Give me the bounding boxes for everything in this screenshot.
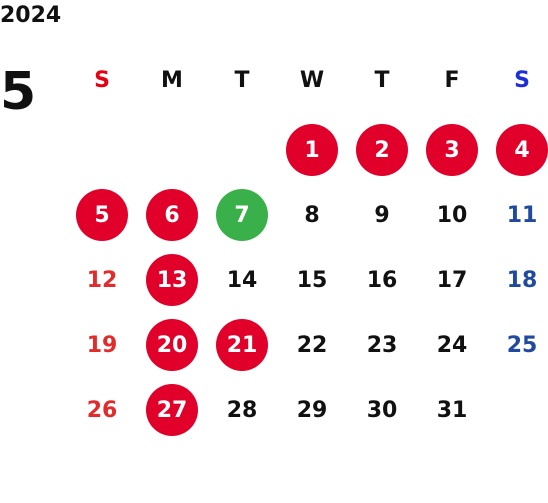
day-15[interactable]: 15 [296,267,328,293]
day-19[interactable]: 19 [86,332,118,358]
day-21[interactable]: 21 [216,319,268,371]
day-14[interactable]: 14 [226,267,258,293]
day-23[interactable]: 23 [366,332,398,358]
day-12[interactable]: 12 [86,267,118,293]
day-17[interactable]: 17 [436,267,468,293]
day-25[interactable]: 25 [506,332,538,358]
year-label: 2024 [0,3,62,28]
day-16[interactable]: 16 [366,267,398,293]
day-28[interactable]: 28 [226,397,258,423]
day-2[interactable]: 2 [356,124,408,176]
day-1[interactable]: 1 [286,124,338,176]
day-26[interactable]: 26 [86,397,118,423]
day-3[interactable]: 3 [426,124,478,176]
weekday-5: F [444,68,460,93]
weekday-6: S [514,68,530,93]
day-27[interactable]: 27 [146,384,198,436]
day-30[interactable]: 30 [366,397,398,423]
month-label: 5 [0,62,37,122]
day-4[interactable]: 4 [496,124,548,176]
weekday-1: M [161,68,183,93]
day-10[interactable]: 10 [436,202,468,228]
weekday-2: T [234,68,250,93]
day-24[interactable]: 24 [436,332,468,358]
day-5[interactable]: 5 [76,189,128,241]
day-22[interactable]: 22 [296,332,328,358]
day-11[interactable]: 11 [506,202,538,228]
day-8[interactable]: 8 [304,202,320,228]
day-9[interactable]: 9 [374,202,390,228]
day-31[interactable]: 31 [436,397,468,423]
day-13[interactable]: 13 [146,254,198,306]
weekday-3: W [299,68,325,93]
day-18[interactable]: 18 [506,267,538,293]
weekday-4: T [374,68,390,93]
day-7[interactable]: 7 [216,189,268,241]
day-20[interactable]: 20 [146,319,198,371]
weekday-0: S [94,68,110,93]
day-6[interactable]: 6 [146,189,198,241]
day-29[interactable]: 29 [296,397,328,423]
